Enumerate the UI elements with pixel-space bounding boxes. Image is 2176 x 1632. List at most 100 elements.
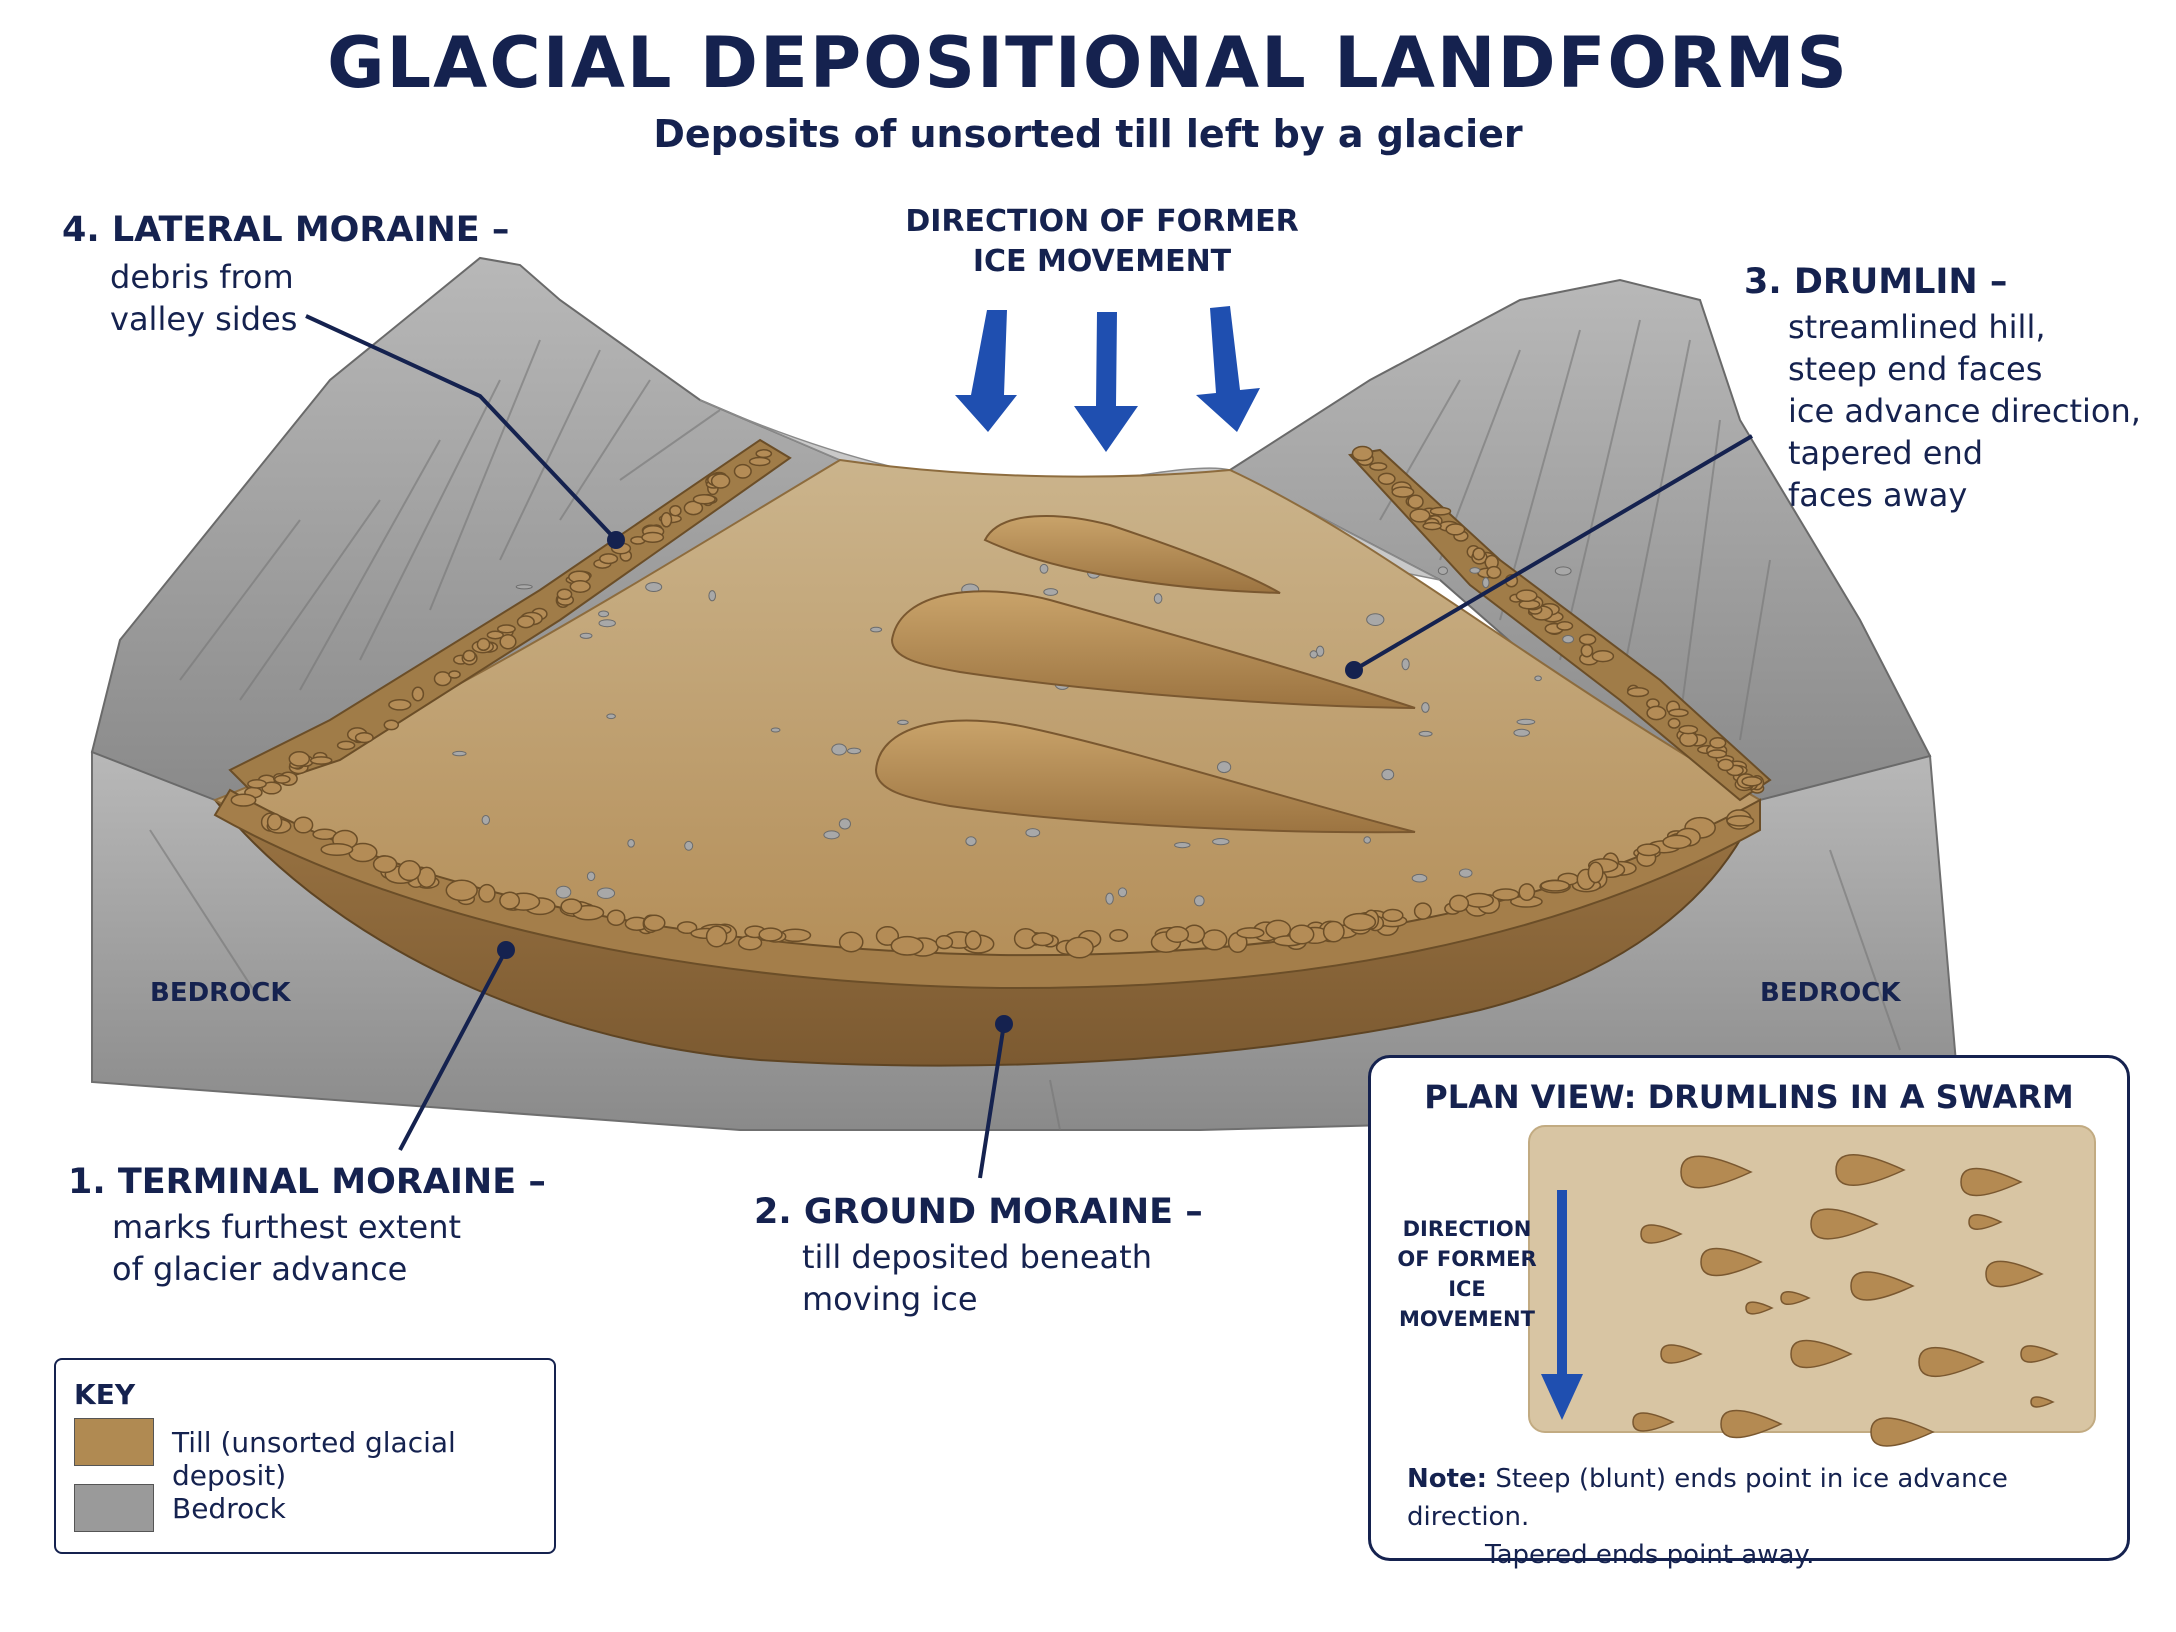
leader-ground [978, 1023, 1006, 1179]
plan-drumlin [1810, 1208, 1879, 1240]
boulder [247, 779, 267, 789]
plan-drumlin [1918, 1346, 1985, 1378]
lateral-moraine-title: 4. LATERAL MORAINE – [62, 210, 510, 250]
boulder [964, 930, 982, 951]
boulder [1429, 506, 1452, 516]
pebble [823, 830, 840, 840]
boulder [499, 633, 517, 650]
boulder [1486, 565, 1502, 579]
plan-direction-label: DIRECTION OF FORMER ICE MOVEMENT [1379, 1214, 1555, 1334]
boulder [560, 898, 583, 915]
plan-drumlin [1632, 1412, 1675, 1432]
terminal-moraine-desc-1: marks furthest extent [112, 1208, 462, 1246]
pebble [1437, 566, 1449, 576]
boulder [641, 531, 665, 544]
boulder [1351, 445, 1374, 462]
boulder [388, 698, 412, 711]
boulder [1540, 879, 1570, 892]
ice-direction-line-2: ICE MOVEMENT [972, 244, 1232, 279]
plan-drumlin [1640, 1224, 1683, 1244]
pebble [1458, 868, 1473, 878]
boulder [486, 630, 504, 640]
boulder [1445, 523, 1466, 536]
pebble [847, 747, 862, 755]
pebble [1513, 728, 1530, 737]
pebble [1043, 588, 1059, 596]
boulder [411, 686, 425, 702]
pebble [1117, 887, 1128, 898]
plan-direction-line-2: OF FORMER [1397, 1247, 1537, 1271]
boulder [1369, 462, 1388, 471]
key-bedrock-label: Bedrock [172, 1492, 286, 1525]
pebble [1194, 895, 1205, 907]
plan-view-title: PLAN VIEW: DRUMLINS IN A SWARM [1424, 1078, 2074, 1116]
boulder [1580, 643, 1594, 658]
leader-lateral [305, 314, 618, 542]
drumlin-desc-2: steep end faces [1788, 350, 2043, 388]
boulder [309, 756, 333, 765]
drumlin-desc-3: ice advance direction, [1788, 392, 2141, 430]
boulder [758, 927, 783, 942]
plan-drumlin [1745, 1301, 1774, 1315]
pebble [831, 743, 847, 756]
pebble [481, 815, 490, 825]
boulder [499, 891, 521, 910]
dot-ground [995, 1015, 1013, 1033]
till-swatch [74, 1418, 154, 1466]
plan-drumlin [1790, 1339, 1853, 1369]
lateral-moraine-desc-2: valley sides [110, 300, 298, 338]
pebble [1309, 650, 1318, 659]
bedrock-swatch [74, 1484, 154, 1532]
pebble [1039, 563, 1049, 574]
pebble [606, 713, 616, 720]
pebble [1562, 635, 1574, 644]
boulder [1741, 776, 1763, 787]
pebble [1212, 838, 1230, 846]
dot-drumlin [1345, 661, 1363, 679]
page-title: GLACIAL DEPOSITIONAL LANDFORMS [327, 22, 1849, 104]
boulder [755, 449, 773, 459]
boulder [875, 925, 900, 946]
boulder [354, 731, 374, 744]
boulder [288, 751, 311, 767]
ice-arrow-2 [1074, 312, 1138, 452]
ice-direction-line-1: DIRECTION OF FORMER [905, 204, 1299, 239]
boulder [372, 855, 398, 874]
leader-terminal [398, 949, 508, 1151]
pebble [965, 836, 977, 847]
boulder [1668, 708, 1689, 718]
boulder [1679, 731, 1699, 748]
dot-terminal [497, 941, 515, 959]
boulder [1636, 843, 1661, 857]
moraine-boulders [230, 445, 1765, 959]
drumlin-desc-1: streamlined hill, [1788, 308, 2046, 346]
boulder [266, 813, 283, 831]
lateral-moraine-desc-1: debris from [110, 258, 294, 296]
boulder [433, 671, 452, 687]
boulder [1407, 494, 1424, 509]
pebble [1025, 828, 1041, 838]
label-terminal-moraine: 1. TERMINAL MORAINE – marks furthest ext… [68, 1162, 546, 1290]
pebble [1516, 718, 1536, 726]
rock-texture [149, 319, 1901, 1131]
boulder [1031, 932, 1054, 947]
plan-drumlin [1780, 1290, 1811, 1306]
boulder [1587, 861, 1604, 884]
plan-drumlin [1835, 1153, 1906, 1187]
pebble [1421, 702, 1430, 713]
boulder [660, 512, 673, 528]
ice-arrow-1 [955, 310, 1017, 432]
bedrock-label-left: BEDROCK [150, 978, 291, 1008]
boulder [1626, 687, 1650, 698]
key-title: KEY [74, 1378, 136, 1411]
boulder [890, 935, 924, 956]
bedrock-label-right: BEDROCK [1760, 978, 1901, 1008]
plan-drumlin [2020, 1345, 2059, 1363]
boulder [448, 670, 461, 679]
plan-drumlin [1870, 1417, 1935, 1447]
boulder [1322, 920, 1345, 943]
boulder [1707, 749, 1728, 759]
boulder [1678, 724, 1699, 735]
pebble [684, 840, 694, 851]
